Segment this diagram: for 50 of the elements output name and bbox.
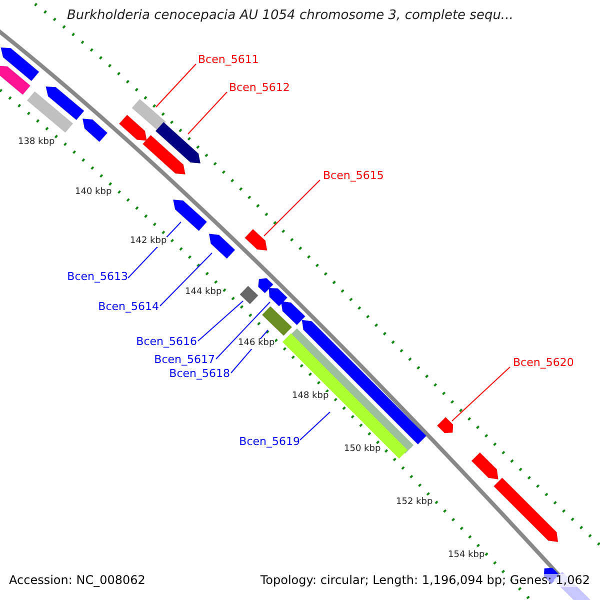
leader-line	[264, 180, 320, 236]
gene-bar	[119, 114, 147, 141]
gene-bar	[0, 48, 40, 82]
footer-text: Topology: circular; Length: 1,196,094 bp; Genes: 1,062	[260, 574, 590, 588]
leader-line	[188, 92, 228, 134]
leader-line	[452, 366, 510, 422]
leader-line	[216, 302, 270, 360]
scale-label: 138 kbp	[18, 138, 55, 148]
scale-label: 144 kbp	[185, 288, 222, 298]
gene-label: Bcen_5618	[169, 368, 230, 380]
scale-label: 140 kbp	[75, 188, 112, 198]
gene-label: Bcen_5617	[154, 354, 215, 366]
gene-bar	[209, 234, 236, 259]
diagram-title: Burkholderia cenocepacia AU 1054 chromosome 3, complete sequ...	[67, 9, 514, 24]
gene-label: Bcen_5613	[67, 271, 128, 284]
gene-label: Bcen_5612	[229, 82, 290, 94]
gene-bar	[142, 135, 186, 174]
scale-label: 148 kbp	[292, 392, 329, 402]
gene-bar	[437, 417, 454, 434]
gene-label: Bcen_5615	[323, 170, 384, 182]
leader-line	[156, 64, 196, 108]
scale-label: 154 kbp	[448, 551, 485, 561]
gene-bar	[554, 572, 590, 600]
gene-box	[240, 286, 258, 304]
gene-bar	[46, 86, 84, 120]
gene-bar	[471, 452, 498, 480]
leader-line	[198, 300, 244, 342]
gene-bar	[173, 200, 207, 231]
leader-line	[160, 252, 212, 306]
gene-label: Bcen_5619	[239, 436, 300, 448]
gene-bar	[132, 99, 166, 131]
scale-label: 146 kbp	[238, 339, 275, 349]
gene-bar	[156, 122, 200, 164]
gene-bar	[82, 118, 108, 142]
gene-bar	[280, 301, 306, 326]
leader-line	[300, 412, 330, 440]
scale-label: 152 kbp	[396, 498, 433, 508]
gene-label: Bcen_5620	[513, 357, 574, 370]
scale-label: 142 kbp	[130, 237, 167, 247]
gene-bar	[262, 306, 292, 336]
gene-label: Bcen_5614	[98, 301, 159, 314]
gene-bar	[0, 66, 30, 95]
gene-bar	[258, 278, 274, 294]
gene-bar	[494, 478, 558, 542]
footer-text: Accession: NC_008062	[9, 574, 146, 588]
scale-label: 150 kbp	[344, 445, 381, 455]
gene-bar	[27, 91, 73, 133]
gene-label: Bcen_5616	[136, 336, 197, 348]
gene-bar	[244, 229, 268, 251]
gene-label: Bcen_5611	[198, 54, 259, 66]
